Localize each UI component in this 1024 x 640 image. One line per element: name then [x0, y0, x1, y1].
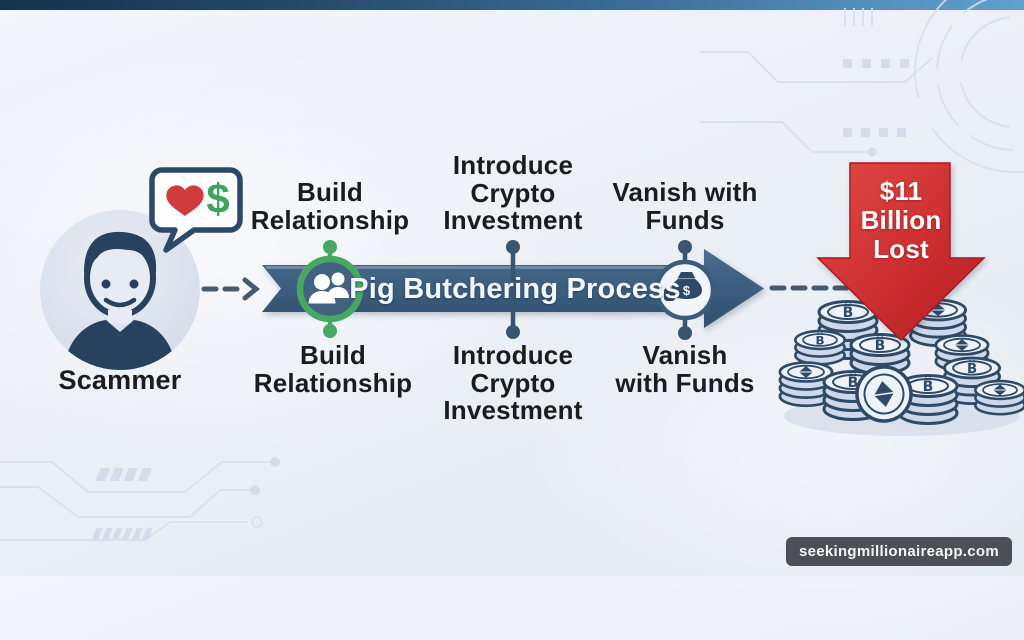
- chat-bubble: $: [149, 167, 243, 253]
- dashed-connector-left: [201, 277, 260, 301]
- step-marker-introduce-crypto: [506, 240, 520, 339]
- step-top-label-introduce-crypto: Introduce Crypto Investment: [443, 150, 583, 235]
- money-bag-icon: $: [664, 272, 702, 301]
- diagram-canvas: B $: [40, 162, 1024, 436]
- svg-text:$: $: [683, 283, 691, 298]
- heart-icon: [166, 185, 204, 216]
- top-accent-bar: [0, 0, 1024, 10]
- step-top-label-vanish-with-funds: Vanish with Funds: [612, 177, 758, 235]
- watermark-badge: seekingmillionaireapp.com: [785, 537, 1012, 566]
- circuit-decoration: [0, 0, 1024, 541]
- step-bottom-label-introduce-crypto: Introduce Crypto Investment: [443, 340, 583, 425]
- crypto-coin-pile: [778, 162, 1024, 436]
- scammer-label: Scammer: [58, 365, 182, 395]
- ethereum-coin-icon: [855, 365, 913, 423]
- dollar-icon: $: [206, 175, 229, 222]
- scammer-avatar: [40, 210, 200, 370]
- step-top-label-build-relationship: Build Relationship: [250, 177, 410, 235]
- process-banner-label: Pig Butchering Process: [349, 273, 681, 305]
- loss-amount-label: $11 Billion Lost: [860, 176, 942, 264]
- step-bottom-label-build-relationship: Build Relationship: [253, 340, 413, 398]
- people-icon: [308, 272, 349, 304]
- step-marker-vanish-with-funds: $: [654, 240, 716, 340]
- step-bottom-label-vanish-with-funds: Vanish with Funds: [615, 340, 755, 398]
- person-icon: [64, 231, 176, 370]
- loss-arrow: [816, 162, 986, 342]
- step-marker-build-relationship: [296, 240, 364, 338]
